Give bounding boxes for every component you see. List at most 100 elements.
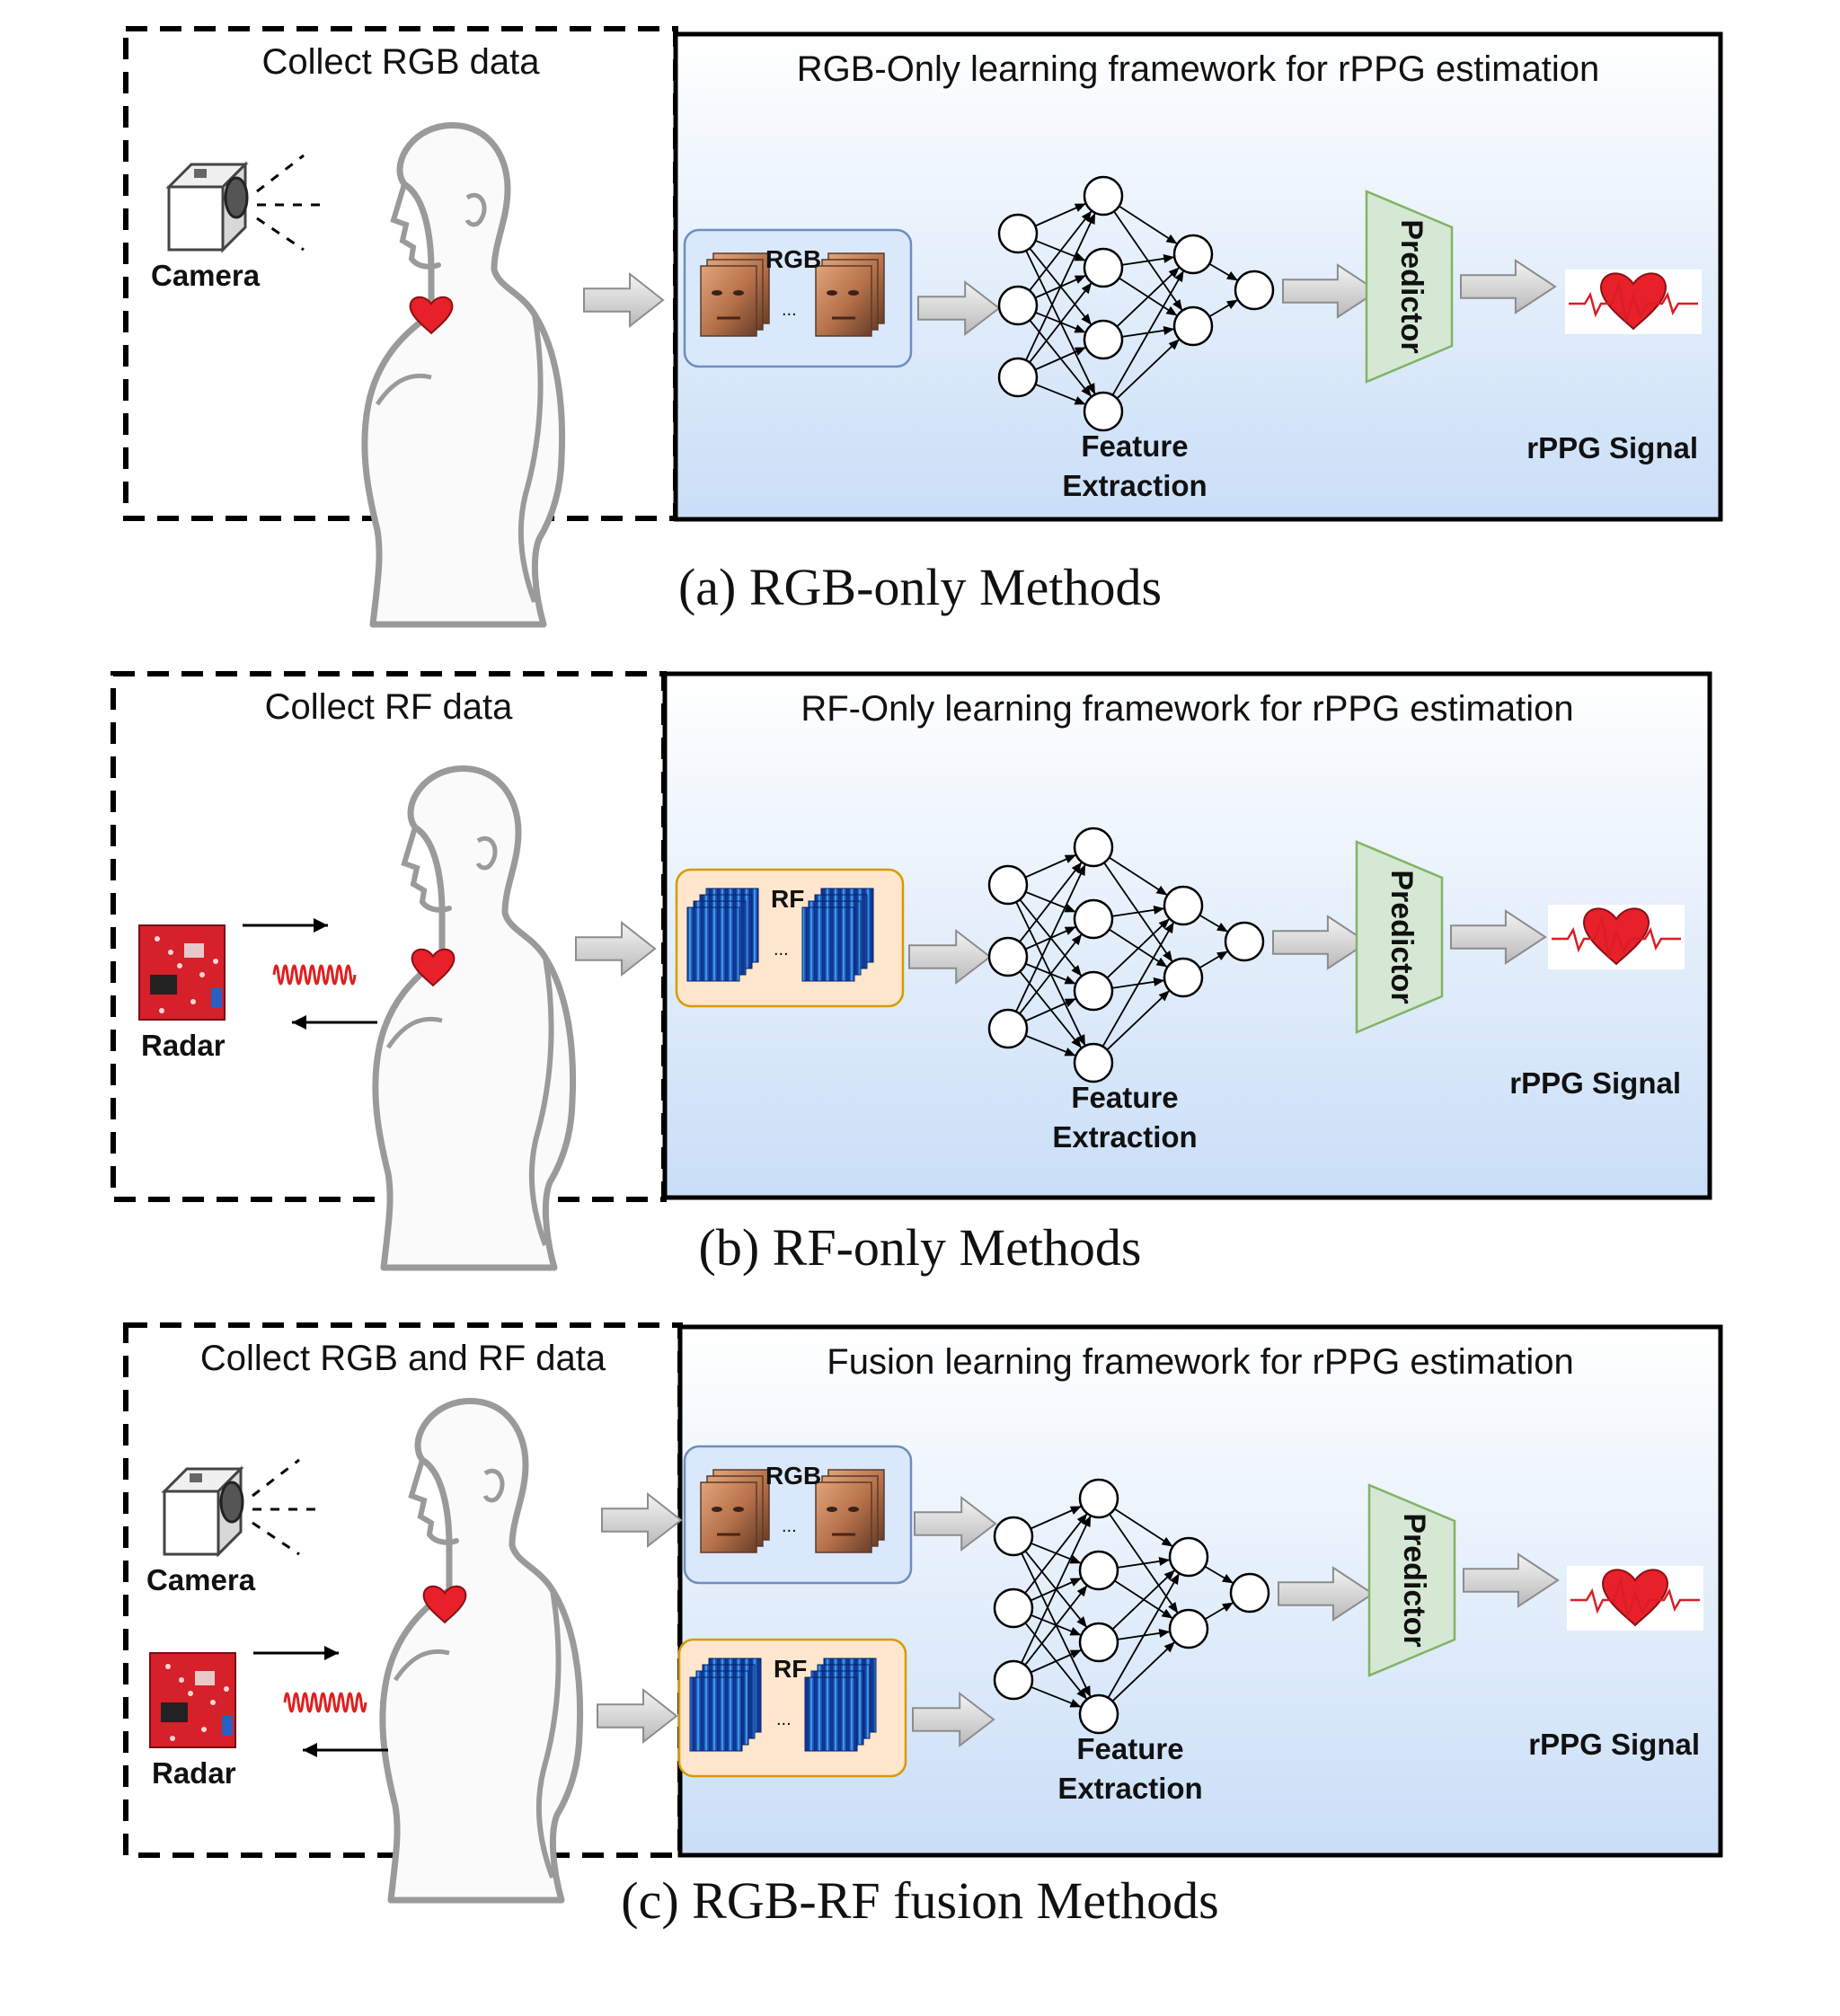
nn-node <box>1078 1478 1119 1519</box>
nn-edge-head <box>1174 270 1184 283</box>
to-signal-arrow <box>1463 1552 1560 1608</box>
person-chest-line <box>375 373 432 406</box>
nn-node <box>1073 970 1114 1012</box>
neural-network <box>987 827 1265 1083</box>
feature-label-2: Extraction <box>1057 1772 1202 1805</box>
person-ear <box>475 836 498 871</box>
nn-edge <box>1101 921 1175 1048</box>
nn-edge-head <box>1064 976 1076 985</box>
nn-edge-head <box>1216 951 1228 961</box>
nn-edge-head <box>1163 950 1173 962</box>
nn-node <box>993 1659 1034 1701</box>
camera-fov-bottom <box>252 1521 300 1556</box>
nn-edge-head <box>1071 1037 1082 1048</box>
radar-tx-arrow-head <box>314 918 328 933</box>
nn-edge-head <box>1163 1569 1175 1581</box>
nn-edge-head <box>1076 1688 1087 1700</box>
input-arrow <box>597 1687 678 1745</box>
collect-data-title: Collect RGB and RF data <box>200 1339 606 1378</box>
nn-edge-head <box>1074 347 1086 356</box>
nn-edge-head <box>1086 213 1096 225</box>
radar-via <box>179 1677 184 1683</box>
face-eye <box>733 1507 744 1512</box>
to-signal-arrow <box>1450 909 1547 965</box>
radar-via <box>188 1691 193 1696</box>
person-body <box>361 122 566 628</box>
person-silhouette-icon <box>379 1398 584 1904</box>
nn-edge-head <box>1069 1578 1082 1587</box>
nn-node <box>1229 1572 1270 1614</box>
nn-edge-head <box>1086 383 1095 395</box>
feature-label-1: Feature <box>1076 1732 1183 1765</box>
nn-edge-head <box>1222 1602 1234 1613</box>
feature-label-1: Feature <box>1081 429 1188 463</box>
nn-edge-head <box>1158 918 1170 930</box>
person-silhouette-icon <box>372 765 577 1271</box>
nn-node <box>1163 885 1204 926</box>
nn-edge <box>1119 205 1178 245</box>
nn-edge <box>1019 862 1083 942</box>
nn-edge-head <box>1081 385 1092 397</box>
radar-antenna <box>184 943 204 958</box>
neural-network <box>993 1478 1270 1735</box>
nn-node <box>1172 305 1214 347</box>
camera-front <box>163 1490 220 1556</box>
person-chest-line <box>385 1016 443 1049</box>
person-chest-line <box>393 1649 450 1682</box>
rf-tag: RF <box>774 1655 807 1683</box>
radar-rx-arrow <box>303 1743 388 1757</box>
nn-node <box>1073 1042 1114 1083</box>
rf-frame <box>689 1676 743 1752</box>
nn-edge-head <box>1222 1573 1234 1584</box>
to-network-arrow <box>914 1495 997 1552</box>
person-body <box>379 1398 584 1904</box>
nn-edge-head <box>1074 275 1086 284</box>
nn-node <box>1078 1693 1119 1735</box>
rf-frame-stack <box>689 1658 877 1752</box>
nn-edge-head <box>1069 1555 1082 1564</box>
collect-data-title: Collect RF data <box>265 687 513 727</box>
predictor-block <box>1367 1483 1456 1677</box>
radar-via <box>190 999 196 1004</box>
person-arm <box>535 1589 562 1879</box>
nn-node <box>1172 234 1214 275</box>
camera-flash <box>190 1473 202 1482</box>
camera-flash <box>194 169 207 178</box>
heart-icon <box>409 296 454 335</box>
face-eye <box>827 1507 837 1512</box>
nn-edge-head <box>1076 1585 1088 1597</box>
nn-edge-head <box>1158 990 1170 1002</box>
frames-ellipsis: ... <box>782 300 797 320</box>
radar-tx-arrow-head <box>324 1646 339 1660</box>
nn-node <box>987 1008 1029 1049</box>
face-eye <box>827 290 837 296</box>
nn-edge-head <box>1170 1573 1180 1586</box>
nn-edge-head <box>1153 905 1165 915</box>
framework-title: RGB-Only learning framework for rPPG est… <box>797 49 1600 89</box>
nn-edge-head <box>1163 253 1175 263</box>
rf-frame <box>686 906 740 982</box>
camera-icon <box>161 1458 322 1558</box>
nn-edge <box>1111 1569 1176 1631</box>
person-face <box>401 825 452 913</box>
rf-frame-stack <box>686 888 874 982</box>
nn-edge-head <box>1165 234 1178 244</box>
nn-node <box>1083 391 1124 432</box>
radar-via <box>170 1736 175 1741</box>
nn-edge-head <box>1076 864 1086 876</box>
radar-via <box>201 1727 207 1732</box>
nn-edge <box>1111 1640 1176 1702</box>
face-frame <box>815 265 872 337</box>
nn-edge-head <box>1064 926 1076 935</box>
nn-node <box>997 285 1039 326</box>
nn-edge-head <box>1069 1506 1082 1515</box>
radar-board-icon <box>138 924 226 1021</box>
nn-edge-head <box>1071 933 1083 946</box>
radar-via <box>199 972 205 977</box>
predictor-label: Predictor <box>1397 1513 1431 1647</box>
person-arm <box>528 957 554 1247</box>
predictor-label: Predictor <box>1384 870 1419 1004</box>
rgb-frame-stack <box>700 252 885 337</box>
frames-ellipsis: ... <box>774 940 789 959</box>
